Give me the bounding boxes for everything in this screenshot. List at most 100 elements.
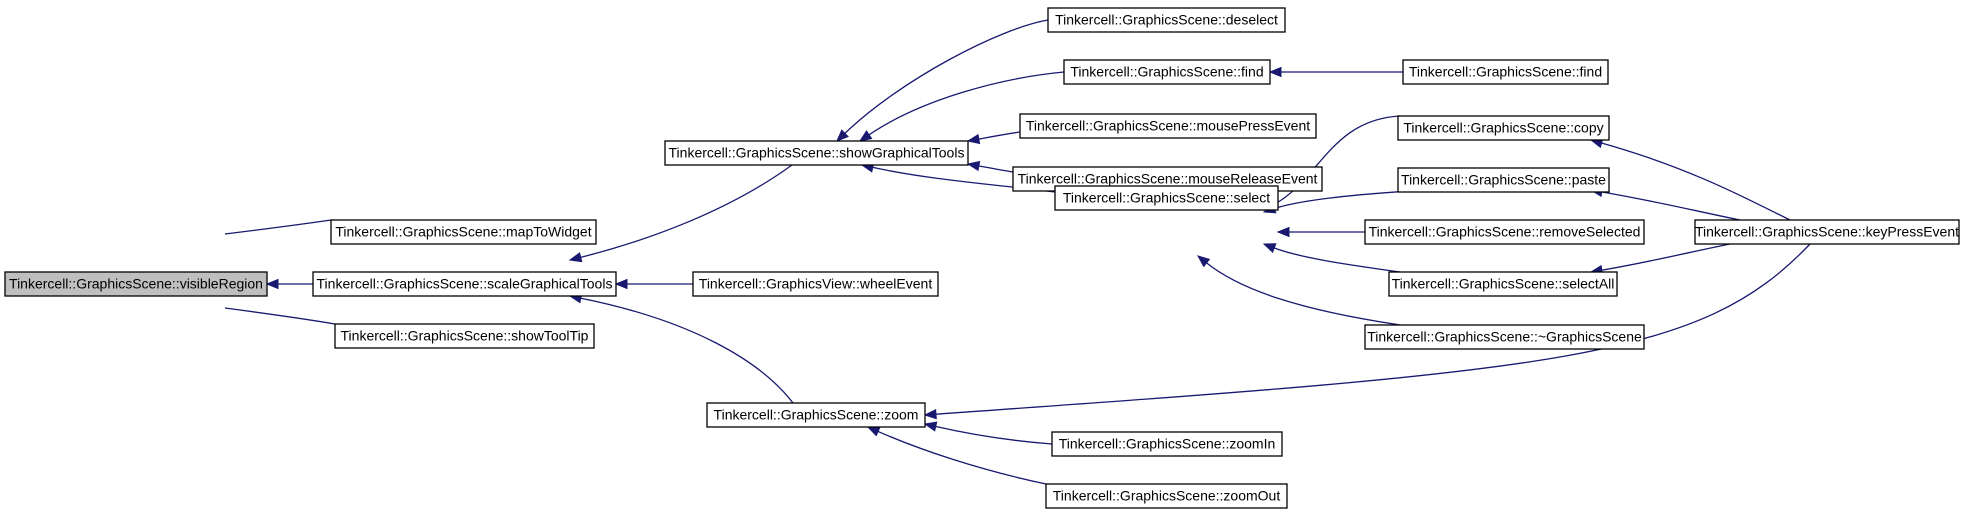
edge-showGraphicalTools-to-scaleGraphicalTools xyxy=(568,164,793,263)
edge-line xyxy=(1600,191,1741,221)
edge-mapToWidget-to-visibleRegion xyxy=(224,219,332,235)
node-label: Tinkercell::GraphicsScene::deselect xyxy=(1055,12,1278,28)
node-zoom[interactable]: Tinkercell::GraphicsScene::zoom xyxy=(706,402,926,428)
edge-zoomIn-to-zoom xyxy=(923,421,1053,445)
node-zoomOut[interactable]: Tinkercell::GraphicsScene::zoomOut xyxy=(1045,483,1288,509)
node-label: Tinkercell::GraphicsScene::showGraphical… xyxy=(669,145,965,161)
node-box[interactable] xyxy=(1063,59,1271,85)
edge-arrowhead xyxy=(836,129,849,142)
node-selectAll[interactable]: Tinkercell::GraphicsScene::selectAll xyxy=(1388,271,1618,297)
node-label: Tinkercell::GraphicsScene::~GraphicsScen… xyxy=(1367,329,1642,345)
edge-selectAll-to-select xyxy=(1262,243,1401,273)
edge-line xyxy=(934,243,1811,415)
node-visibleRegion[interactable]: Tinkercell::GraphicsScene::visibleRegion xyxy=(4,271,268,297)
edge-line xyxy=(934,425,1053,445)
edge-arrowhead xyxy=(923,421,938,432)
node-box[interactable] xyxy=(664,140,969,166)
edge-arrowhead xyxy=(1276,226,1290,238)
node-box[interactable] xyxy=(1019,113,1317,139)
edge-paste-to-select xyxy=(1262,190,1411,214)
node-deselect[interactable]: Tinkercell::GraphicsScene::deselect xyxy=(1047,7,1286,33)
edge-arrowhead xyxy=(966,160,981,172)
node-showToolTip[interactable]: Tinkercell::GraphicsScene::showToolTip xyxy=(334,323,595,349)
node-label: Tinkercell::GraphicsScene::visibleRegion xyxy=(9,276,263,292)
edge-arrowhead xyxy=(858,130,873,142)
node-removeSelected[interactable]: Tinkercell::GraphicsScene::removeSelecte… xyxy=(1364,219,1645,245)
edge-line xyxy=(977,131,1021,140)
edge-line xyxy=(1272,115,1401,206)
node-wheelEvent[interactable]: Tinkercell::GraphicsView::wheelEvent xyxy=(692,271,939,297)
edge-arrowhead xyxy=(614,278,628,290)
node-label: Tinkercell::GraphicsScene::zoomOut xyxy=(1053,488,1281,504)
node-label: Tinkercell::GraphicsScene::find xyxy=(1070,64,1263,80)
node-label: Tinkercell::GraphicsScene::find xyxy=(1409,64,1602,80)
node-label: Tinkercell::GraphicsScene::mousePressEve… xyxy=(1026,118,1310,134)
node-box[interactable] xyxy=(1388,271,1618,297)
node-label: Tinkercell::GraphicsScene::mouseReleaseE… xyxy=(1018,171,1318,187)
node-box[interactable] xyxy=(1364,324,1645,350)
edges-layer xyxy=(224,19,1811,485)
edge-destructor-to-select xyxy=(1196,255,1401,326)
edge-line xyxy=(579,164,793,259)
node-label: Tinkercell::GraphicsScene::mapToWidget xyxy=(335,224,591,240)
node-box[interactable] xyxy=(4,271,268,297)
edge-find1-to-showGraphicalTools xyxy=(858,71,1065,142)
node-box[interactable] xyxy=(1402,59,1609,85)
node-label: Tinkercell::GraphicsScene::keyPressEvent xyxy=(1695,224,1959,240)
node-label: Tinkercell::GraphicsScene::select xyxy=(1063,190,1270,206)
node-box[interactable] xyxy=(1397,115,1610,141)
node-keyPressEvent[interactable]: Tinkercell::GraphicsScene::keyPressEvent xyxy=(1694,219,1960,245)
node-mousePressEvent[interactable]: Tinkercell::GraphicsScene::mousePressEve… xyxy=(1019,113,1317,139)
edge-line xyxy=(977,165,1014,173)
node-box[interactable] xyxy=(1694,219,1960,245)
node-box[interactable] xyxy=(1051,431,1283,457)
edge-arrowhead xyxy=(923,408,937,420)
node-select[interactable]: Tinkercell::GraphicsScene::select xyxy=(1054,185,1279,211)
node-destructor[interactable]: Tinkercell::GraphicsScene::~GraphicsScen… xyxy=(1364,324,1645,350)
edge-deselect-to-showGraphicalTools xyxy=(836,19,1049,142)
node-find2[interactable]: Tinkercell::GraphicsScene::find xyxy=(1402,59,1609,85)
node-label: Tinkercell::GraphicsScene::showToolTip xyxy=(341,328,589,344)
node-box[interactable] xyxy=(706,402,926,428)
node-zoomIn[interactable]: Tinkercell::GraphicsScene::zoomIn xyxy=(1051,431,1283,457)
node-box[interactable] xyxy=(330,219,597,245)
edge-scaleGraphicalTools-to-visibleRegion xyxy=(265,278,313,290)
node-label: Tinkercell::GraphicsScene::removeSelecte… xyxy=(1369,224,1641,240)
edge-keyPressEvent-to-copy xyxy=(1589,138,1791,221)
edge-arrowhead xyxy=(1196,255,1211,268)
node-find1[interactable]: Tinkercell::GraphicsScene::find xyxy=(1063,59,1271,85)
edge-keyPressEvent-to-paste xyxy=(1589,186,1741,221)
node-paste[interactable]: Tinkercell::GraphicsScene::paste xyxy=(1397,167,1610,193)
node-mapToWidget[interactable]: Tinkercell::GraphicsScene::mapToWidget xyxy=(330,219,597,245)
edge-find2-to-find1 xyxy=(1268,66,1403,78)
edge-arrowhead xyxy=(866,426,881,437)
edge-arrowhead xyxy=(966,133,981,145)
node-box[interactable] xyxy=(1397,167,1610,193)
node-box[interactable] xyxy=(1047,7,1286,33)
node-box[interactable] xyxy=(1054,185,1279,211)
edge-wheelEvent-to-scaleGraphicalTools xyxy=(614,278,693,290)
node-label: Tinkercell::GraphicsScene::copy xyxy=(1403,120,1603,136)
nodes-layer: Tinkercell::GraphicsScene::visibleRegion… xyxy=(4,7,1960,509)
node-showGraphicalTools[interactable]: Tinkercell::GraphicsScene::showGraphical… xyxy=(664,140,969,166)
edge-arrowhead xyxy=(1262,243,1277,254)
edge-line xyxy=(579,297,794,404)
node-box[interactable] xyxy=(692,271,939,297)
edge-zoom-to-scaleGraphicalTools xyxy=(568,293,794,404)
node-label: Tinkercell::GraphicsView::wheelEvent xyxy=(699,276,933,292)
node-copy[interactable]: Tinkercell::GraphicsScene::copy xyxy=(1397,115,1610,141)
node-box[interactable] xyxy=(1045,483,1288,509)
edge-line xyxy=(1600,142,1791,221)
edge-removeSelected-to-select xyxy=(1276,226,1366,238)
edge-line xyxy=(843,19,1049,135)
node-label: Tinkercell::GraphicsScene::selectAll xyxy=(1392,276,1615,292)
node-scaleGraphicalTools[interactable]: Tinkercell::GraphicsScene::scaleGraphica… xyxy=(312,271,617,297)
node-label: Tinkercell::GraphicsScene::paste xyxy=(1401,172,1606,188)
node-label: Tinkercell::GraphicsScene::scaleGraphica… xyxy=(317,276,613,292)
edge-arrowhead xyxy=(568,252,583,263)
node-box[interactable] xyxy=(312,271,617,297)
node-box[interactable] xyxy=(334,323,595,349)
node-box[interactable] xyxy=(1364,219,1645,245)
edge-arrowhead xyxy=(1268,66,1282,78)
